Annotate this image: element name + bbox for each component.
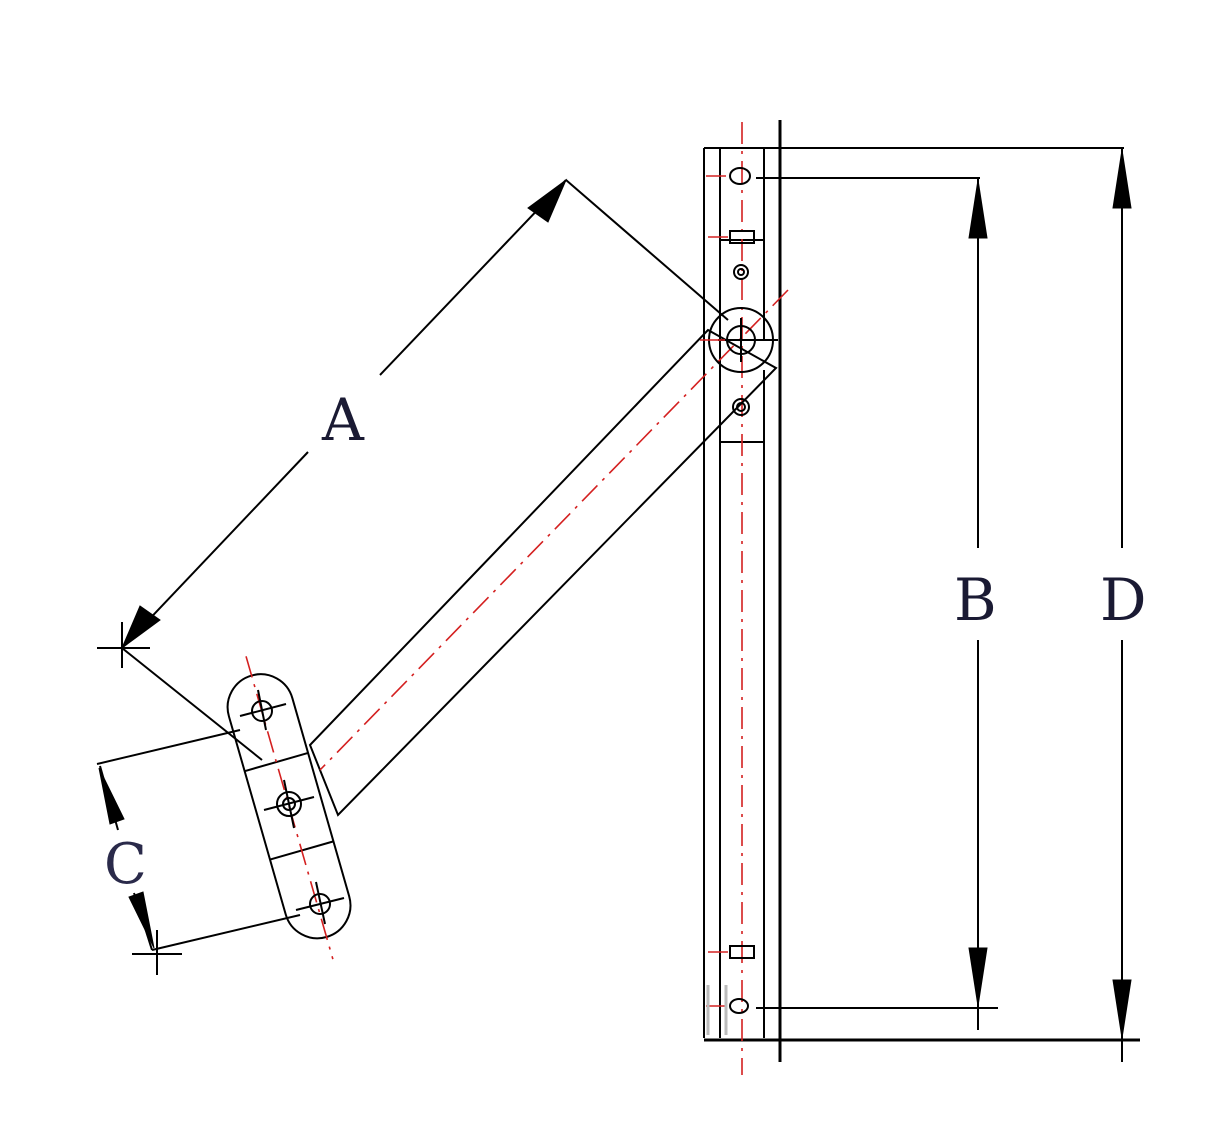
dimension-d	[780, 147, 1132, 1062]
dimension-c	[96, 729, 301, 975]
dimension-b	[756, 177, 998, 1030]
frame-rail	[703, 120, 1140, 1062]
dimension-a	[97, 178, 729, 761]
label-d: D	[1100, 566, 1147, 634]
label-a: A	[321, 386, 365, 454]
rail-fixings	[706, 167, 755, 1035]
plate-holes	[239, 689, 345, 925]
label-b: B	[954, 566, 997, 634]
hinge-arm	[308, 289, 789, 817]
label-c: C	[104, 832, 147, 897]
